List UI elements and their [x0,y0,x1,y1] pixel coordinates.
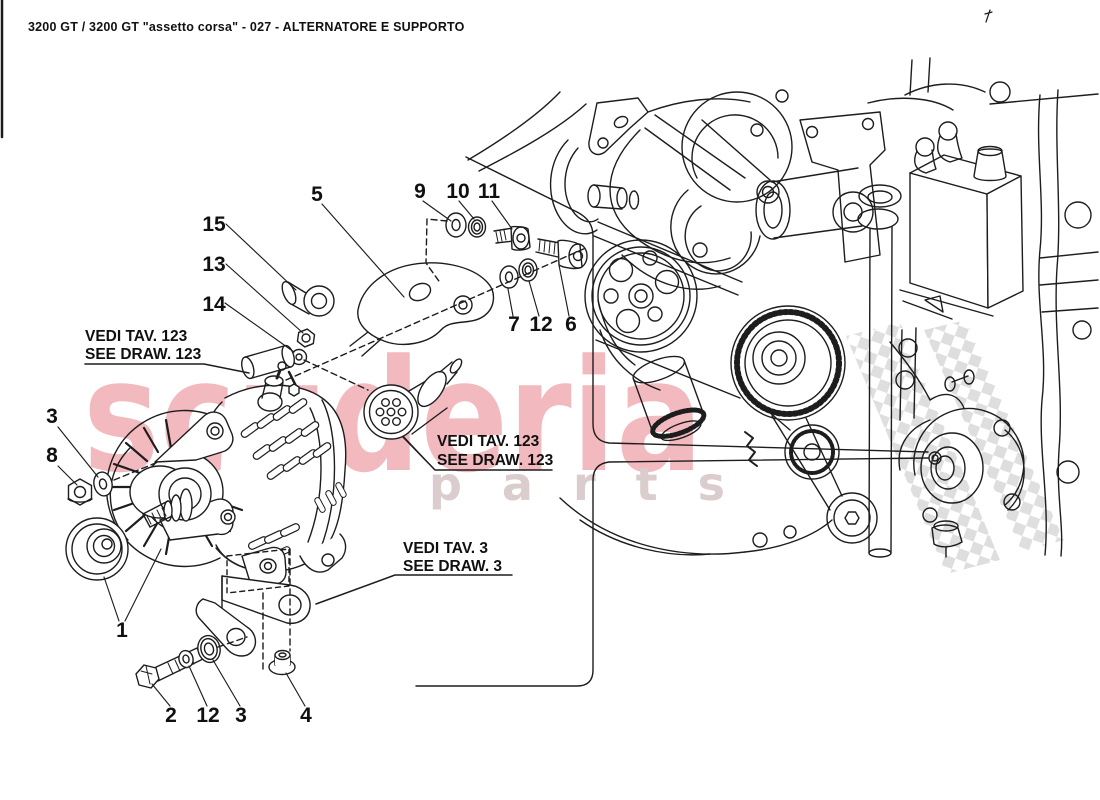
callout-3a: 3 [46,405,58,428]
callout-14: 14 [202,293,226,316]
xref-left-line2: SEE DRAW. 123 [85,346,202,363]
assembly-dashed-lines [113,218,589,673]
callout-4: 4 [300,704,312,727]
callout-3b: 3 [235,704,247,727]
callout-5: 5 [311,183,323,206]
xref-middle-line1: VEDI TAV. 123 [437,433,540,450]
alternator-illustration [105,361,348,585]
xref-left-line1: VEDI TAV. 123 [85,328,188,345]
callout-7: 7 [508,313,520,336]
xref-middle-line2: SEE DRAW. 123 [437,452,554,469]
callout-6: 6 [565,313,577,336]
callout-numbers: 15 13 14 5 9 10 11 7 12 6 3 8 1 2 12 3 4 [46,180,577,727]
callout-leader-lines [57,200,570,707]
callout-10: 10 [446,180,469,203]
engine-illustration [467,57,1099,558]
callout-8: 8 [46,444,58,467]
callout-11: 11 [478,180,501,203]
exploded-parts [65,212,588,689]
callout-9: 9 [414,180,426,203]
detail-region-boundary [415,156,929,687]
scan-artifacts [0,0,993,139]
callout-2: 2 [165,704,177,727]
xref-bottom-line1: VEDI TAV. 3 [403,540,488,557]
callout-12b: 12 [196,704,219,727]
callout-1: 1 [116,619,128,642]
checkered-flag-watermark [846,320,1064,574]
callout-15: 15 [202,213,226,236]
callout-13: 13 [202,253,225,276]
xref-bottom-line2: SEE DRAW. 3 [403,558,502,575]
page-title: 3200 GT / 3200 GT "assetto corsa" - 027 … [28,20,465,34]
callout-12a: 12 [529,313,552,336]
cross-reference-notes: VEDI TAV. 123 SEE DRAW. 123 VEDI TAV. 12… [85,328,554,575]
